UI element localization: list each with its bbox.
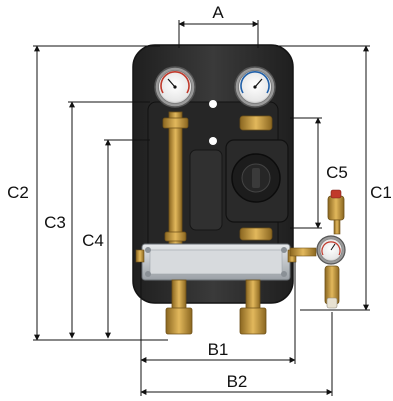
side-connection-pipe <box>289 247 317 257</box>
label-C2: C2 <box>7 183 29 202</box>
dimension-labels: A C2 C3 C4 C5 C1 B1 B2 <box>7 3 392 391</box>
label-A: A <box>212 3 224 22</box>
fitting-upper-right <box>239 115 273 131</box>
safety-valve <box>327 189 345 235</box>
fitting-lower-right <box>239 227 273 241</box>
hydraulic-station <box>132 44 346 335</box>
drain-cap <box>326 297 338 309</box>
thermometer-gauge-left <box>154 66 196 108</box>
label-C4: C4 <box>82 231 104 250</box>
label-C3: C3 <box>44 213 66 232</box>
label-C1: C1 <box>370 183 392 202</box>
pressure-gauge <box>316 235 346 265</box>
label-B1: B1 <box>208 340 229 359</box>
circulation-pump <box>225 139 289 223</box>
label-C5: C5 <box>326 163 348 182</box>
label-B2: B2 <box>227 372 248 391</box>
mounting-hole-top <box>209 100 217 108</box>
mounting-hole-middle <box>209 137 217 145</box>
insulation-block <box>189 149 223 231</box>
thermometer-gauge-right <box>234 66 276 108</box>
dimension-lines <box>33 20 370 396</box>
plate-heat-exchanger <box>135 243 297 281</box>
connection-pipes-bottom <box>165 279 267 335</box>
